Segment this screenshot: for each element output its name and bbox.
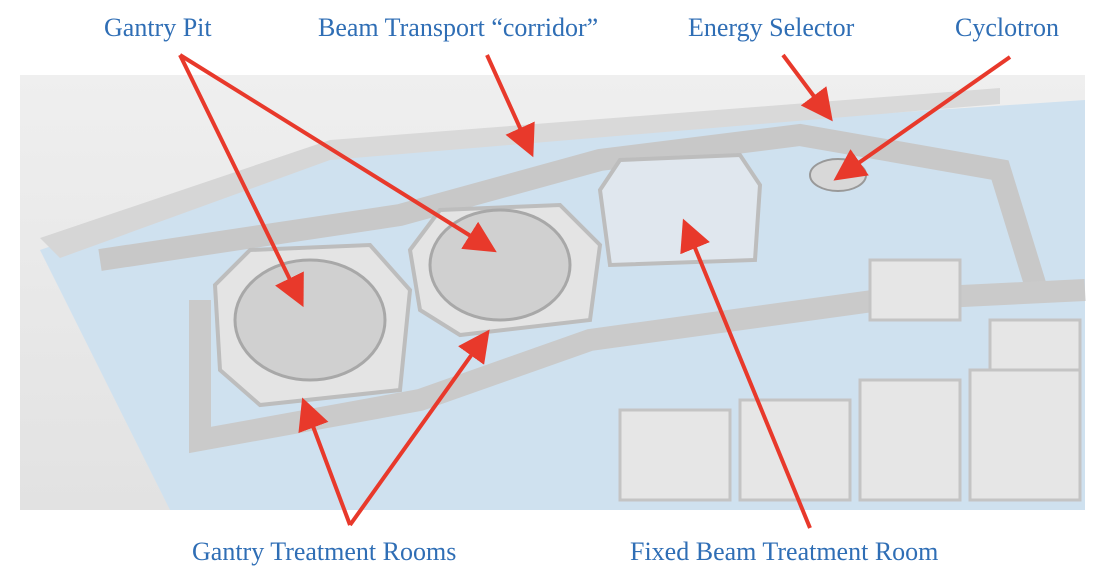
arrow-fixed-beam-room [680, 218, 812, 529]
label-cyclotron: Cyclotron [955, 13, 1059, 42]
office-rooms [618, 258, 1082, 502]
label-beam-transport: Beam Transport “corridor” [318, 13, 599, 42]
arrow-beam-transport [485, 54, 535, 158]
arrow-energy-selector [781, 53, 833, 122]
gantry-2 [428, 208, 572, 322]
arrow-gantry-pit-2 [178, 53, 497, 253]
label-energy-selector: Energy Selector [688, 13, 855, 42]
label-gantry-pit: Gantry Pit [104, 13, 212, 42]
gantry-1 [233, 258, 387, 382]
fixed-beam-room [597, 152, 763, 268]
outer-wall [40, 140, 330, 258]
arrow-cyclotron [833, 55, 1012, 181]
label-fixed-beam-room: Fixed Beam Treatment Room [630, 537, 939, 566]
label-gantry-treatment-rooms: Gantry Treatment Rooms [192, 537, 457, 566]
arrow-gantry-room-2 [348, 329, 490, 527]
arrow-gantry-room-1 [298, 397, 352, 526]
shielding-wall [98, 123, 1051, 304]
arrow-gantry-pit-1 [178, 54, 304, 308]
